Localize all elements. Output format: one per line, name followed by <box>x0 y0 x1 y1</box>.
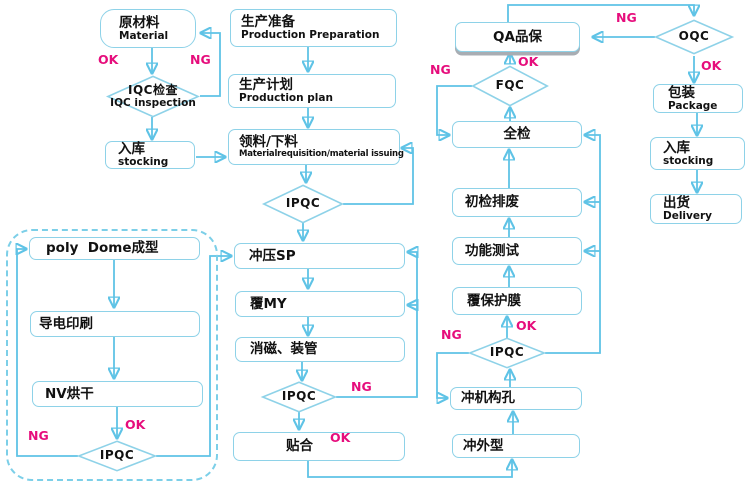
node-title: 入库 <box>663 139 690 156</box>
diamond-shape <box>263 185 343 223</box>
node-title: 导电印刷 <box>39 315 93 332</box>
node-title: OQC <box>678 29 710 44</box>
node-qa-assurance: QA品保 <box>455 22 580 52</box>
node-title: IPQC <box>489 345 525 360</box>
node-punch-sp: 冲压SP <box>234 243 405 269</box>
flag-ok-fqc: OK <box>518 54 539 69</box>
node-package: 包装 Package <box>653 84 743 113</box>
node-title: 冲压SP <box>249 247 296 264</box>
node-title: 生产计划 <box>239 77 293 94</box>
flag-ng-ipqc2: NG <box>351 379 372 394</box>
node-protective-film: 覆保护膜 <box>452 287 582 315</box>
node-subtitle: Production Preparation <box>241 29 380 42</box>
node-title: 出货 <box>663 195 690 212</box>
node-subtitle: Production plan <box>239 92 333 105</box>
node-stocking-in: 入库 stocking <box>105 141 195 169</box>
node-title: 冲外型 <box>463 437 504 454</box>
flag-ng-ipqc3: NG <box>28 428 49 443</box>
node-title: 冲机构孔 <box>461 390 515 407</box>
node-subtitle: IQC inspection <box>110 96 196 109</box>
diamond-shape <box>655 20 733 54</box>
node-title: 入库 <box>118 141 145 158</box>
node-title: 消磁、装管 <box>250 341 318 358</box>
node-initial-inspection-scrap: 初检排废 <box>452 188 582 217</box>
node-delivery: 出货 Delivery <box>650 194 742 224</box>
node-subtitle: Delivery <box>663 210 713 223</box>
node-demagnetize-tube: 消磁、装管 <box>235 337 405 362</box>
node-subtitle: Materialrequisition/material issuing <box>239 149 404 160</box>
node-stocking-out: 入库 stocking <box>650 137 745 170</box>
node-full-inspection: 全检 <box>452 121 582 148</box>
node-title: 领料/下料 <box>239 134 298 151</box>
node-oqc: OQC <box>655 20 733 54</box>
node-title: 全检 <box>503 126 531 143</box>
node-title: IPQC <box>99 448 135 463</box>
flag-ok-ipqc2: OK <box>330 430 351 445</box>
node-laminating: 贴合 <box>233 432 405 461</box>
diamond-shape <box>78 441 156 471</box>
flag-ok-iqc: OK <box>98 52 119 67</box>
node-material-requisition: 领料/下料 Materialrequisition/material issui… <box>228 129 404 165</box>
node-title: NV烘干 <box>45 385 94 402</box>
node-ipqc-2: IPQC <box>262 382 336 412</box>
flag-ng-ipqc4: NG <box>441 327 462 342</box>
node-ipqc-4: IPQC <box>469 338 545 368</box>
flag-ng-oqc: NG <box>616 10 637 25</box>
node-ipqc-1: IPQC <box>263 185 343 223</box>
flag-ok-ipqc4: OK <box>516 318 537 333</box>
node-title: IPQC <box>281 389 317 404</box>
node-fqc: FQC <box>472 66 548 106</box>
diamond-shape <box>262 382 336 412</box>
node-iqc-inspection: IQC检查 IQC inspection <box>107 76 199 117</box>
node-title: QA品保 <box>493 28 542 45</box>
node-title: 生产准备 <box>241 14 295 31</box>
node-title: FQC <box>495 78 525 93</box>
node-poly-dome: poly Dome成型 <box>29 237 200 260</box>
flag-ng-iqc: NG <box>190 52 211 67</box>
node-punch-outline: 冲外型 <box>452 434 580 458</box>
node-ipqc-3: IPQC <box>78 441 156 471</box>
poly-dome-subprocess-container <box>6 229 218 481</box>
node-title: 原材料 <box>119 14 160 31</box>
node-subtitle: stocking <box>118 156 169 169</box>
node-title: poly Dome成型 <box>46 240 159 257</box>
node-punch-mechanism-holes: 冲机构孔 <box>450 387 582 410</box>
node-subtitle: Package <box>668 99 718 112</box>
node-subtitle: stocking <box>663 154 714 167</box>
node-title: IPQC <box>285 196 321 211</box>
node-title: 覆MY <box>250 295 287 312</box>
node-conductive-printing: 导电印刷 <box>30 311 200 337</box>
node-title: 初检排废 <box>465 194 519 211</box>
node-title: IQC检查 <box>128 82 178 97</box>
node-cover-my: 覆MY <box>235 291 405 317</box>
flag-ok-oqc: OK <box>701 58 722 73</box>
node-subtitle: Material <box>119 29 169 42</box>
diamond-shape <box>472 66 548 106</box>
node-material: 原材料 Material <box>100 9 196 48</box>
diamond-shape <box>107 76 199 117</box>
node-production-preparation: 生产准备 Production Preparation <box>230 9 397 47</box>
node-production-plan: 生产计划 Production plan <box>228 74 396 108</box>
flag-ok-ipqc3: OK <box>125 417 146 432</box>
flag-ng-fqc: NG <box>430 62 451 77</box>
node-title: 包装 <box>668 84 695 101</box>
node-title: 功能测试 <box>465 242 519 259</box>
diamond-shape <box>469 338 545 368</box>
node-nv-baking: NV烘干 <box>32 381 203 407</box>
node-title: 贴合 <box>286 438 313 455</box>
node-function-test: 功能测试 <box>452 237 582 265</box>
node-title: 覆保护膜 <box>467 292 521 309</box>
